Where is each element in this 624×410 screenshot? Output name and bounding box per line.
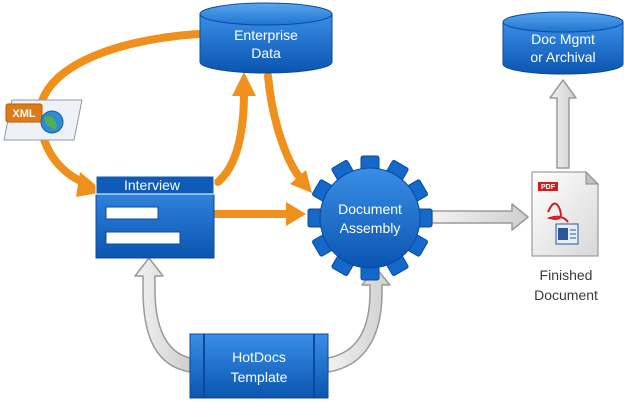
xml-badge [5,103,43,123]
document-assembly-node: Document Assembly [307,155,433,281]
doc-mgmt-line2: or Archival [530,49,595,65]
interview-title: Interview [124,177,181,193]
hotdocs-template-line1: HotDocs [232,349,286,365]
interview-field-1 [105,206,159,220]
finished-document-line2: Document [534,287,598,303]
finished-document-line1: Finished [540,267,593,283]
arrow-template-to-interview [134,257,191,373]
enterprise-data-line1: Enterprise [234,27,298,43]
interview-field-2 [105,231,181,245]
doc-mgmt-node: Doc Mgmt or Archival [502,11,624,75]
arrow-finished-to-docmgmt [549,79,577,169]
acrobat-icon [546,202,569,223]
hotdocs-template-line2: Template [231,369,288,385]
pdf-label: PDF [541,184,556,191]
arrow-assembly-to-finished [431,203,529,231]
arrow-interview-to-enterprise [214,88,248,186]
finished-document-icon: PDF [531,170,600,257]
xml-label: XML [12,108,36,120]
arrow-interview-to-assembly [214,210,290,218]
arrow-enterprise-to-assembly-head [290,170,312,193]
document-assembly-line2: Assembly [340,220,401,236]
doc-mgmt-line1: Doc Mgmt [531,31,595,47]
arrow-template-to-assembly [327,267,391,373]
interview-node: Interview [95,175,215,259]
enterprise-data-line2: Data [251,45,281,61]
enterprise-data-node: Enterprise Data [199,2,333,74]
hotdocs-template-node: HotDocs Template [189,333,329,399]
arrow-enterprise-to-assembly [264,72,304,182]
arrow-interview-to-enterprise-head [232,72,256,96]
arrow-interview-to-assembly-head [286,202,306,226]
document-assembly-line1: Document [338,201,402,217]
xml-file-icon: XML [3,99,83,141]
pdf-badge [538,182,558,191]
